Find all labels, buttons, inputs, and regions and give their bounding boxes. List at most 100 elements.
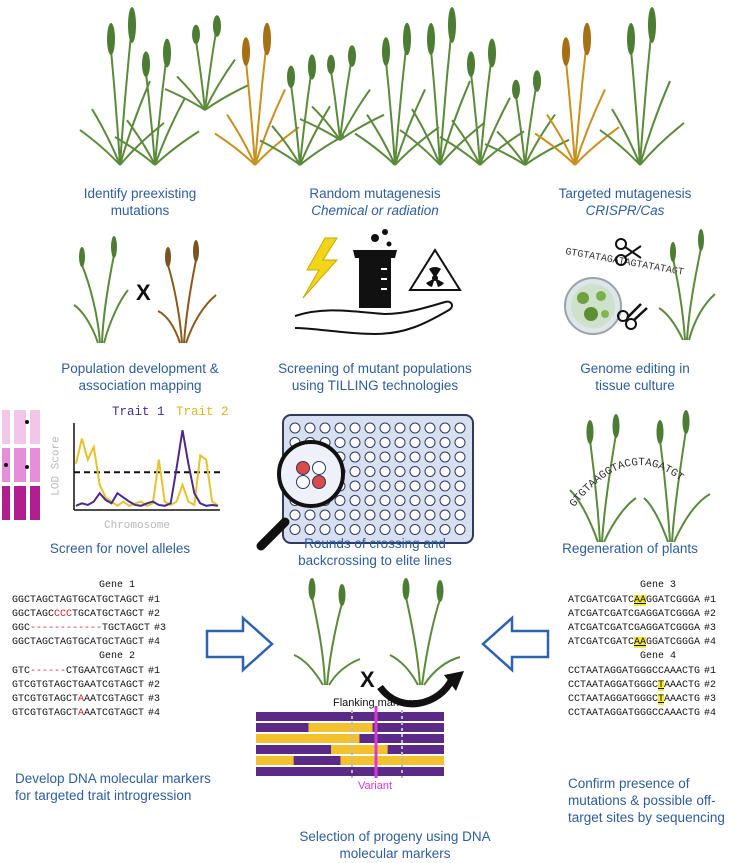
caption-genome-line1: Genome editing in (580, 361, 690, 376)
plate-well (439, 480, 451, 492)
banner-plant (164, 15, 250, 111)
seq-number: #4 (704, 636, 717, 648)
plate-well (379, 422, 391, 434)
plate-well (454, 495, 466, 506)
plate-well (334, 509, 346, 521)
plate-well (439, 437, 451, 448)
plate-well (439, 509, 451, 521)
plate-well (334, 422, 346, 434)
trait2-label: Trait 2 (176, 405, 229, 419)
seq-mutation: T (658, 693, 665, 705)
marker-segment (387, 745, 444, 754)
regen-seq-label: GTGTAAGGTACGTAGATGT (568, 457, 686, 510)
plate-well (334, 524, 346, 535)
sequence-row: GGC------------TGCTAGCT#3 (12, 621, 222, 635)
caption-develop: Develop DNA molecular markers for target… (15, 770, 245, 804)
marker-segment (256, 745, 332, 754)
plate-well (424, 509, 436, 521)
seq-prefix: ATCGATCGATC (568, 636, 635, 648)
banner-plant (214, 22, 300, 166)
cross-symbol-2: X (360, 667, 375, 692)
plate-well (319, 509, 331, 521)
plate-well (364, 466, 376, 477)
plate-well (454, 451, 466, 463)
banner-plant (534, 22, 620, 166)
seq-mutation: ------------ (30, 622, 103, 634)
seq-mutation: AA (634, 636, 647, 648)
caption-screening: Screening of mutant populations using TI… (255, 360, 495, 394)
plate-well (379, 451, 391, 463)
seq-mutation: ------ (30, 665, 67, 677)
caption-identify-line2: mutations (110, 203, 170, 218)
plate-well (334, 495, 346, 506)
plate-well (424, 466, 436, 477)
plate-well (379, 466, 391, 477)
caption-selection-line1: Selection of progeny using DNA (299, 829, 491, 844)
plate-well (394, 509, 406, 521)
plate-well (364, 422, 376, 434)
plate-well (439, 451, 451, 463)
seq-suffix: CTGAATCGTAGCT (66, 665, 145, 677)
gene4-label: Gene 4 (639, 651, 676, 662)
sequence-row: GTCGTGTAGCTGAATCGTAGCT#2 (12, 678, 222, 692)
mutagen-hand-icon (294, 229, 462, 336)
plate-well (364, 451, 376, 463)
plate-well (364, 524, 376, 535)
seq-number: #3 (148, 693, 161, 705)
seq-mutation: T (658, 679, 665, 691)
banner-plant (114, 38, 200, 166)
seq-suffix: TGCTAGCT (102, 622, 151, 634)
seq-prefix: GGCTAGCTAGTGCATGCTAGCT (12, 594, 145, 606)
seq-mutation: CCC (54, 608, 73, 620)
caption-genome: Genome editing in tissue culture (545, 360, 725, 394)
seq-prefix: GTCGTGTAGCTGAATCGTAGCT (12, 679, 145, 691)
caption-population: Population development & association map… (20, 360, 260, 394)
cross-symbol-1: X (136, 280, 151, 305)
caption-random-line1: Random mutagenesis (309, 186, 441, 201)
trait2-series (75, 438, 219, 508)
sequence-row: ATCGATCGATCGAGGATCGGGA#2 (568, 607, 748, 621)
plate-well (424, 495, 436, 506)
plate-well (409, 524, 421, 535)
banner-plant (599, 7, 685, 166)
plate-well (394, 524, 406, 535)
caption-genome-line2: tissue culture (595, 378, 675, 393)
seq-number: #1 (704, 665, 717, 677)
plate-well (304, 509, 316, 521)
plate-well (409, 451, 421, 463)
seq-prefix: GGCTAGCTAGTGCATGCTAGCT (12, 636, 145, 648)
seq-prefix: ATCGATCGATCGAGGATCGGGA (568, 608, 701, 620)
plate-well (364, 495, 376, 506)
plate-well (364, 509, 376, 521)
scissors-icon-1 (615, 238, 642, 266)
plate-well (349, 524, 361, 535)
marker-segment (256, 712, 444, 721)
plate-well (364, 437, 376, 448)
seq-mutation: AA (634, 594, 647, 606)
seq-prefix: GGC (12, 622, 31, 634)
seq-prefix: GTC (12, 665, 31, 677)
plant-banner (79, 7, 685, 166)
seq-number: #2 (704, 608, 717, 620)
plate-well (364, 480, 376, 492)
seq-prefix: ATCGATCGATC (568, 594, 635, 606)
seq-number: #3 (154, 622, 167, 634)
caption-targeted-line1: Targeted mutagenesis (558, 186, 692, 201)
plate-well (394, 451, 406, 463)
seq-suffix: AATCGTAGCT (84, 693, 145, 705)
magnifier-icon (256, 440, 345, 551)
caption-screening-line2: using TILLING technologies (291, 378, 459, 393)
caption-random-line2: Chemical or radiation (311, 203, 439, 218)
banner-plant (439, 38, 525, 166)
seq-number: #4 (148, 707, 161, 719)
marker-segment (256, 734, 360, 743)
seq-prefix: GTCGTGTAGCT (12, 707, 79, 719)
plate-well (289, 422, 301, 434)
plate-well (394, 437, 406, 448)
seq-suffix: AAACTG (664, 693, 701, 705)
plate-well (289, 524, 301, 535)
